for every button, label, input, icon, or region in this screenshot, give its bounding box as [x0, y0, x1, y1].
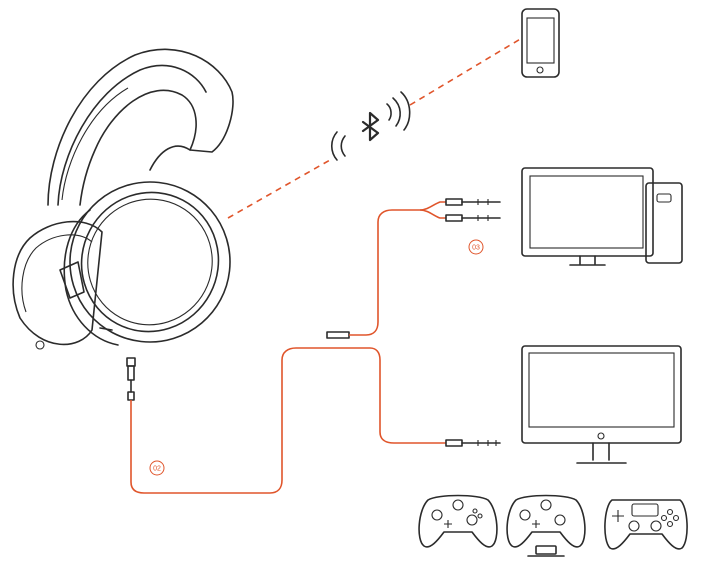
cable-02 [126, 347, 501, 494]
callout-03: 03 [468, 239, 484, 255]
headset-icon [12, 48, 234, 350]
xbox-adaptive-controller-icon [506, 494, 586, 557]
tv-monitor-icon [521, 345, 682, 464]
phone-icon [521, 8, 560, 78]
bluetooth-link-line-lower [227, 159, 331, 219]
cable-03 [326, 198, 501, 339]
playstation-controller-icon [604, 499, 688, 550]
desktop-pc-icon [521, 167, 683, 266]
xbox-controller-icon [418, 494, 498, 548]
bluetooth-icon [330, 91, 411, 161]
callout-03-label: 03 [472, 245, 480, 252]
bluetooth-link-line-upper [409, 37, 523, 106]
callout-02: 02 [149, 460, 165, 476]
callout-02-label: 02 [153, 466, 161, 473]
